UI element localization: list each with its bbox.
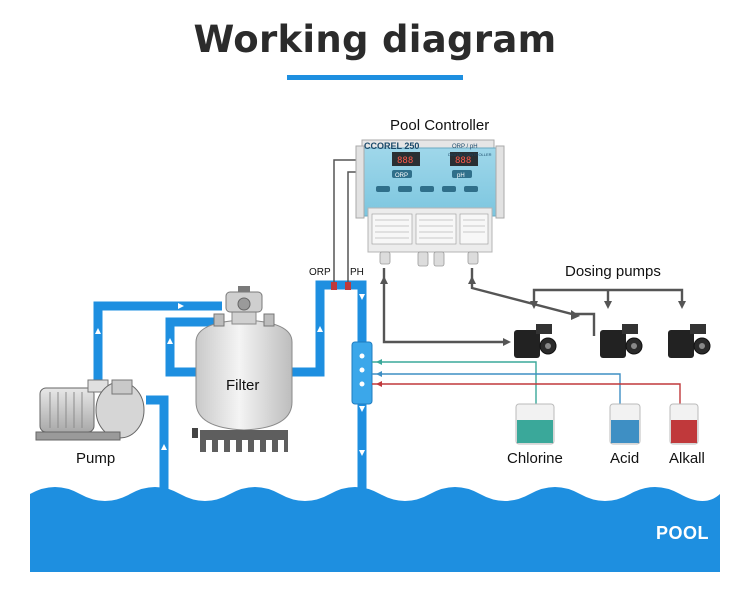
pipe-filter-return — [165, 317, 222, 377]
flow-arrow-up — [95, 328, 101, 334]
ph-key: pH — [457, 173, 465, 179]
filter-label: Filter — [226, 377, 260, 394]
orp-label: ORP — [309, 267, 331, 278]
acid-label: Acid — [610, 450, 640, 467]
alkall-tank — [669, 403, 699, 445]
dosing-line-alkall — [372, 383, 681, 404]
controller-model: ORP / pH — [452, 144, 478, 150]
title-underline — [287, 75, 463, 80]
orp-display — [392, 152, 420, 166]
pool-water — [30, 487, 720, 572]
controller-subtitle: DIGITAL CONTROLLER — [448, 152, 492, 157]
cable-glands — [379, 251, 479, 267]
controller-brand: CCOREL 250 — [364, 141, 419, 151]
orp-signal-line — [333, 159, 356, 286]
dosing-line-chlorine — [372, 361, 537, 404]
flow-arrow-right — [178, 303, 184, 309]
alkall-label: Alkall — [669, 450, 705, 467]
chlorine-label: Chlorine — [507, 450, 563, 467]
filter-tank — [192, 286, 293, 452]
pool-controller-label: Pool Controller — [390, 117, 490, 134]
ph-probe — [345, 282, 351, 290]
flow-arrow-down — [359, 294, 365, 300]
ph-label: PH — [350, 267, 364, 278]
ph-display-value: 888 — [455, 156, 471, 166]
ph-display — [450, 152, 478, 166]
control-arrows — [380, 276, 686, 346]
orp-probe — [331, 282, 337, 290]
flow-arrows — [95, 294, 365, 456]
pump — [35, 379, 145, 441]
dosing-pump-2 — [600, 324, 643, 358]
dosing-pump-3 — [668, 324, 711, 358]
sensor-block — [351, 341, 373, 405]
pipe-filter-to-controller — [292, 280, 367, 520]
dosing-lines — [372, 361, 681, 404]
dosing-line-acid — [372, 373, 621, 404]
probe-signal-lines — [333, 159, 356, 286]
pool-controller — [355, 139, 505, 267]
control-line-1 — [382, 268, 508, 344]
orp-display-value: 888 — [397, 156, 413, 166]
dosing-pump-1 — [514, 324, 557, 358]
flow-arrow-up — [317, 326, 323, 332]
orp-key: ORP — [395, 173, 408, 179]
chlorine-tank — [515, 403, 555, 445]
page-title: Working diagram — [193, 18, 557, 61]
pool-label: POOL — [656, 523, 710, 543]
flow-arrow-up — [161, 444, 167, 450]
keypad — [376, 170, 478, 192]
ph-signal-line — [347, 171, 356, 286]
dosing-pumps-label: Dosing pumps — [565, 263, 661, 280]
pipe-pump-suction — [146, 395, 169, 520]
dosing-line-arrows — [376, 359, 382, 387]
flow-arrow-up — [167, 338, 173, 344]
flow-arrow-down — [359, 406, 365, 412]
pump-label: Pump — [76, 450, 116, 467]
acid-tank — [609, 403, 641, 445]
flow-arrow-down — [359, 450, 365, 456]
